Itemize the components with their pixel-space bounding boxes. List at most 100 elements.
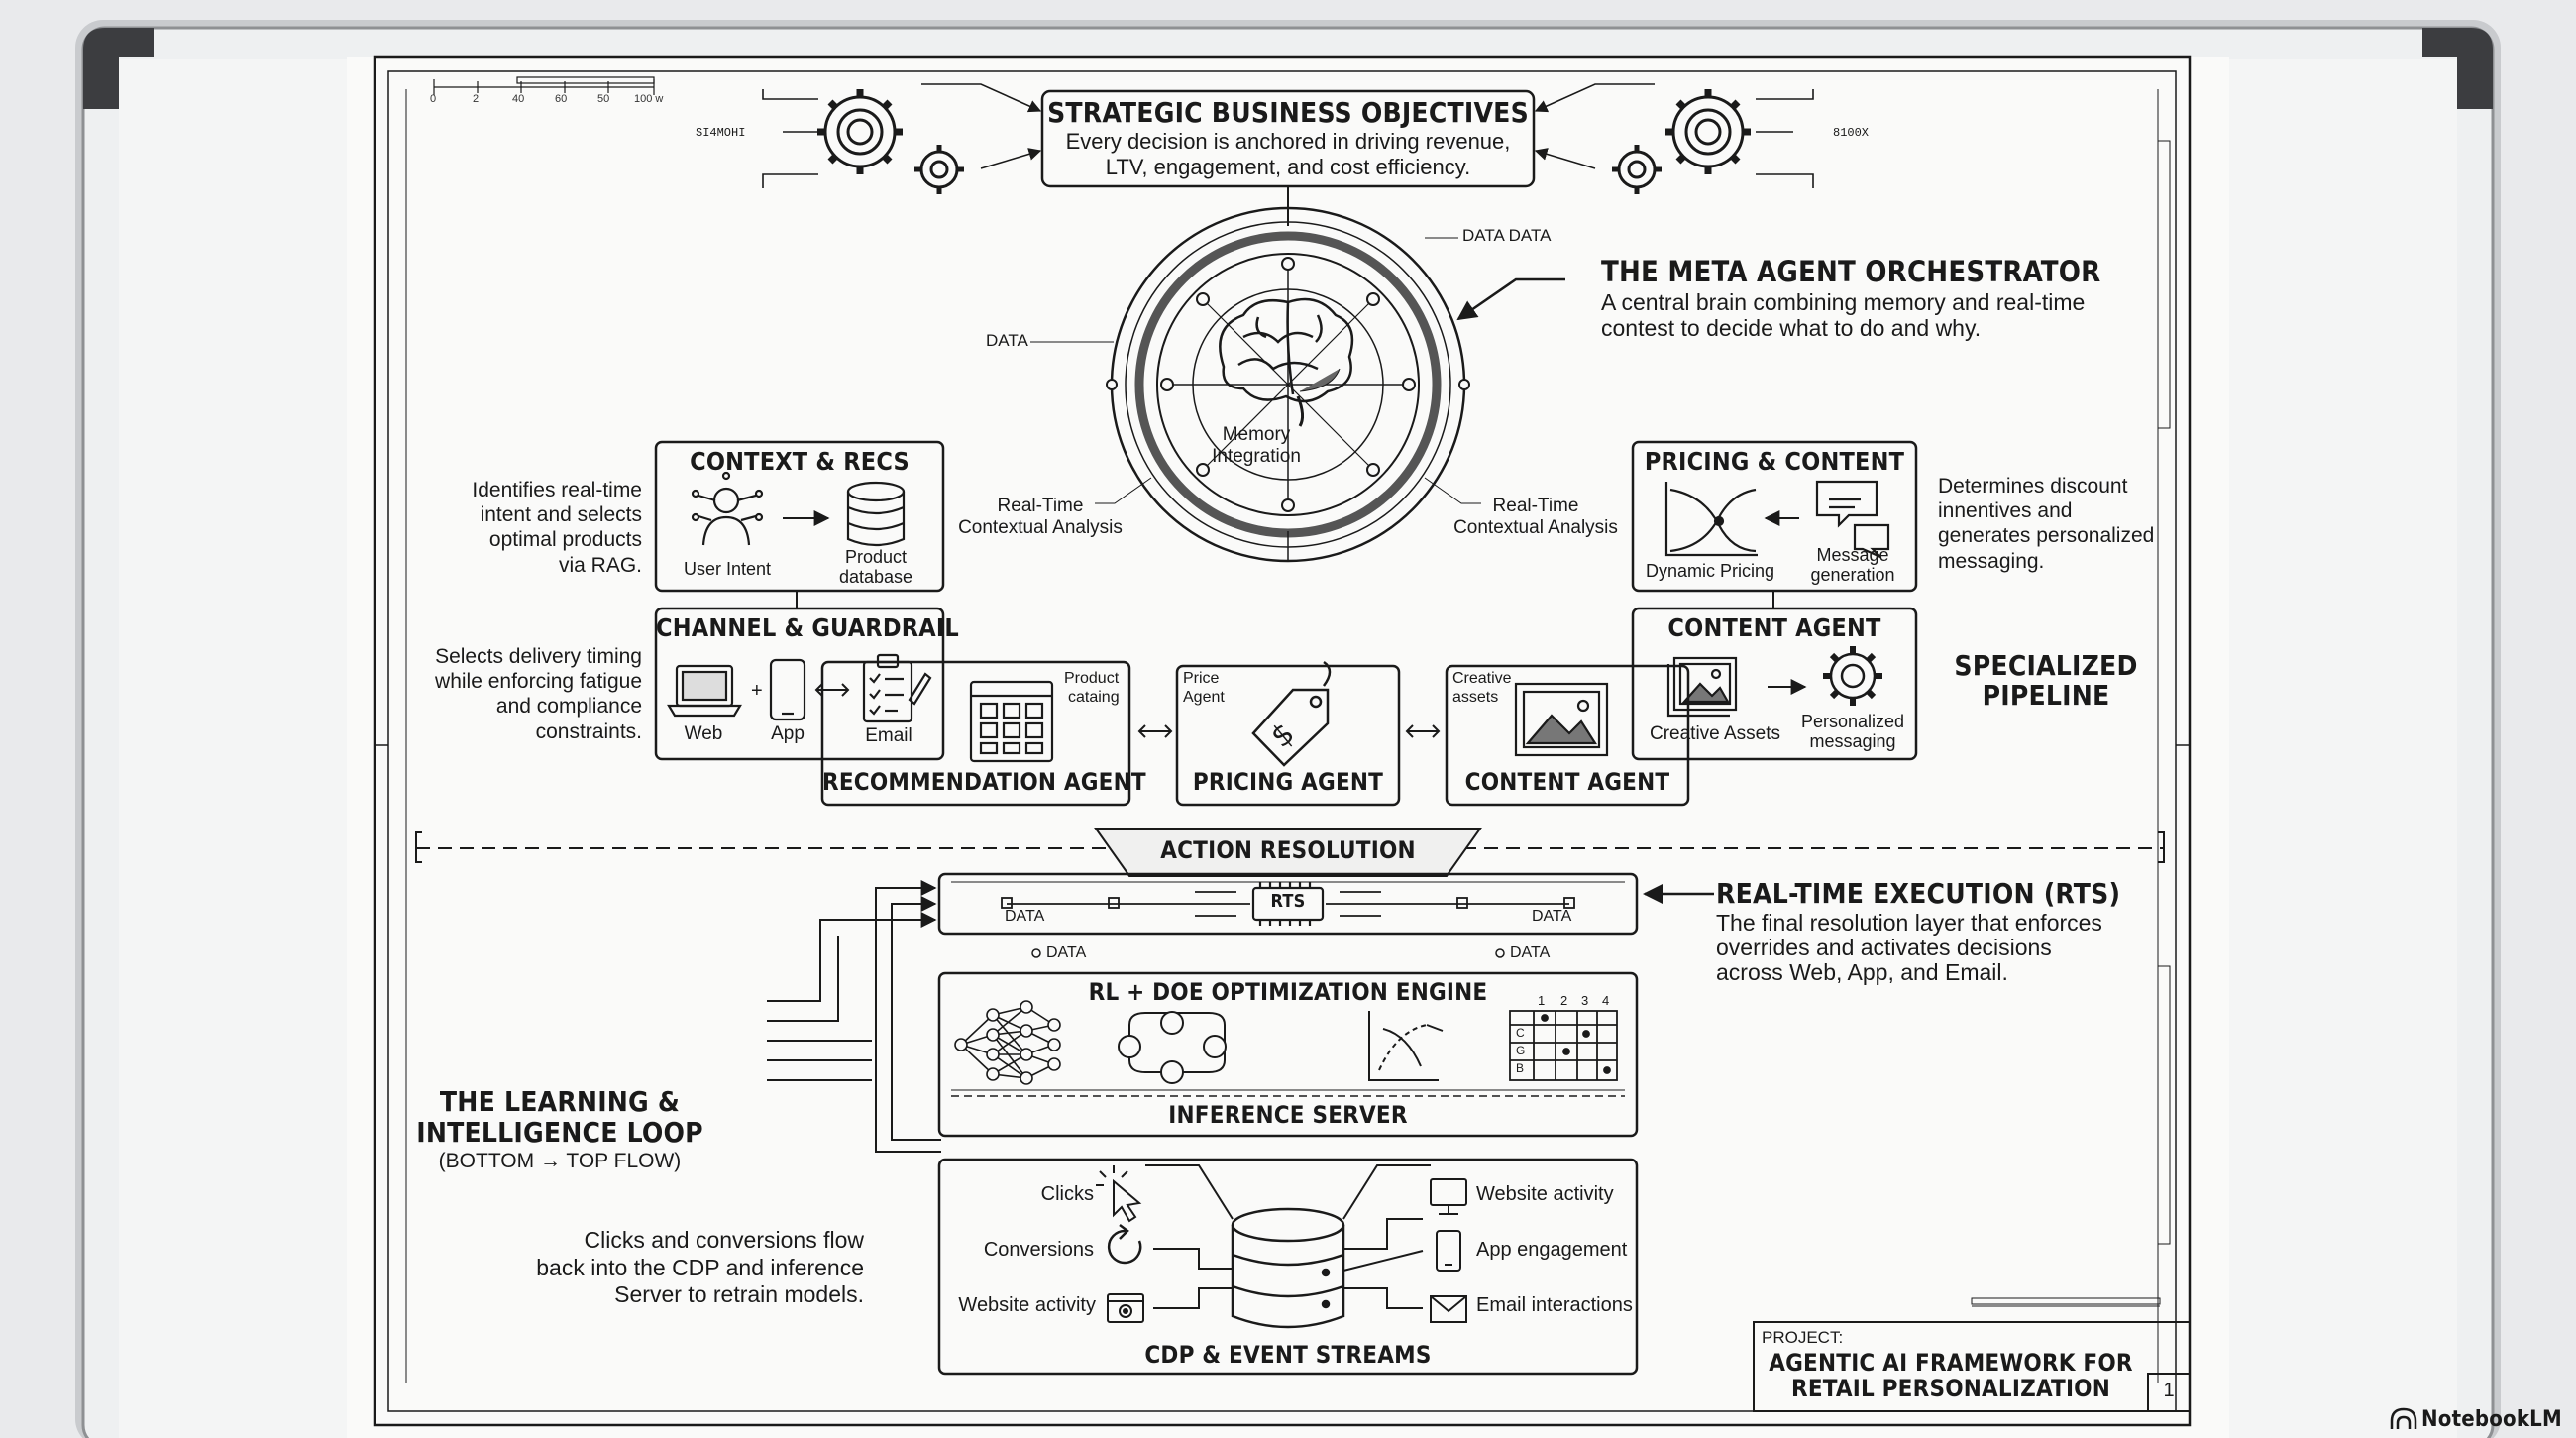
web-label: Web bbox=[684, 723, 723, 744]
cdp-connectors bbox=[1145, 1164, 1431, 1309]
channel-guardrail-description: Selects delivery timing while enforcing … bbox=[396, 644, 642, 744]
orchestrator-pointer bbox=[1456, 277, 1565, 321]
pricing-agent-box bbox=[1175, 664, 1401, 807]
message-generation-label-2: generation bbox=[1810, 565, 1895, 585]
personalized-gear-icon bbox=[1823, 646, 1882, 706]
phone-icon bbox=[1436, 1230, 1461, 1272]
frame-corner-right bbox=[2422, 28, 2493, 109]
data-label: DATA bbox=[986, 331, 1028, 350]
product-catalog-label-1: Product bbox=[1064, 670, 1120, 687]
desc-line: innentives and bbox=[1938, 499, 2073, 523]
grid-row-label: B bbox=[1516, 1061, 1525, 1075]
desc-line: via RAG. bbox=[558, 553, 642, 577]
brain-icon bbox=[1219, 297, 1354, 427]
app-icon bbox=[769, 658, 806, 721]
orchestrator-side-lines bbox=[1030, 237, 1481, 504]
creative-assets-small-label-2: assets bbox=[1452, 689, 1499, 706]
project-label: PROJECT: bbox=[1762, 1328, 1844, 1347]
data-label: DATA bbox=[1046, 944, 1087, 961]
desc-line: messaging. bbox=[1938, 549, 2045, 573]
orchestrator-ring bbox=[1106, 206, 1470, 563]
memory-integration-line-1: Memory bbox=[1222, 424, 1291, 445]
creative-assets-small-label-1: Creative bbox=[1452, 670, 1512, 687]
creative-assets-label: Creative Assets bbox=[1650, 723, 1780, 744]
dynamic-pricing-label: Dynamic Pricing bbox=[1645, 561, 1775, 581]
recommendation-agent-label: RECOMMENDATION AGENT bbox=[822, 768, 1146, 796]
content-agent-box bbox=[1445, 664, 1690, 807]
sheet-number: 1 bbox=[2163, 1380, 2175, 1401]
notebooklm-logo-icon bbox=[2390, 1407, 2417, 1429]
dynamic-pricing-icon bbox=[1664, 482, 1758, 557]
context-recs-title: CONTEXT & RECS bbox=[690, 447, 910, 476]
meta-agent-title: THE META AGENT ORCHESTRATOR bbox=[1601, 255, 2101, 288]
objectives-line-1: Every decision is anchored in driving re… bbox=[1065, 129, 1511, 154]
grid-header: 2 bbox=[1560, 993, 1568, 1008]
rts-line-2: overrides and activates decisions bbox=[1716, 935, 2052, 960]
creative-assets-small-icon bbox=[1514, 682, 1609, 757]
grid-row-label: G bbox=[1516, 1044, 1526, 1057]
gear-connectors bbox=[762, 83, 1814, 188]
channel-guardrail-box bbox=[654, 607, 945, 761]
pricing-content-description: Determines discount innentives and gener… bbox=[1938, 474, 2176, 574]
conversions-refresh-icon bbox=[1107, 1224, 1142, 1265]
rts-bus bbox=[1001, 891, 1575, 917]
rts-chip-icon bbox=[1251, 882, 1325, 926]
content-agent-title: CONTENT AGENT bbox=[1667, 613, 1881, 642]
action-resolution-funnel bbox=[1094, 828, 1482, 877]
grid-row-label: C bbox=[1516, 1026, 1525, 1040]
experiment-chart-icon bbox=[1368, 1011, 1444, 1081]
objectives-title: STRATEGIC BUSINESS OBJECTIVES bbox=[1047, 96, 1529, 129]
desc-line: constraints. bbox=[535, 719, 642, 743]
doe-grid-icon bbox=[1509, 1010, 1618, 1081]
scale-tick: 50 bbox=[597, 93, 610, 105]
notebooklm-watermark: NotebookLM bbox=[2421, 1407, 2562, 1432]
product-db-label-2: database bbox=[838, 567, 913, 587]
scale-tick: 60 bbox=[555, 93, 568, 105]
scale-tick: 0 bbox=[430, 93, 437, 105]
price-agent-label-1: Price bbox=[1183, 670, 1220, 687]
creative-assets-icon bbox=[1666, 656, 1738, 718]
action-resolution-title: ACTION RESOLUTION bbox=[1160, 836, 1416, 864]
meta-agent-line-2: contest to decide what to do and why. bbox=[1601, 315, 1982, 341]
recommendation-agent-box bbox=[820, 660, 1131, 807]
clicks-label: Clicks bbox=[1040, 1183, 1094, 1205]
objectives-line-2: LTV, engagement, and cost efficiency. bbox=[1105, 155, 1471, 179]
conversions-label: Conversions bbox=[983, 1239, 1094, 1261]
rt-analysis-left-line-1: Real-Time bbox=[997, 496, 1084, 516]
rt-analysis-left-line-2: Contextual Analysis bbox=[958, 517, 1123, 538]
desc-line: and compliance bbox=[495, 695, 642, 719]
website-activity-icon bbox=[1107, 1293, 1144, 1323]
data-label: DATA bbox=[1005, 908, 1045, 925]
desc-line: Determines discount bbox=[1938, 475, 2128, 498]
grid-header: 4 bbox=[1602, 993, 1610, 1008]
desc-line: while enforcing fatigue bbox=[435, 670, 642, 694]
message-generation-icon bbox=[1815, 480, 1890, 559]
monitor-icon bbox=[1430, 1178, 1467, 1215]
clicks-cursor-icon bbox=[1096, 1165, 1142, 1223]
product-catalog-label-2: cataing bbox=[1068, 689, 1120, 706]
svg-text:+: + bbox=[751, 680, 763, 702]
optimization-engine-box bbox=[937, 971, 1639, 1138]
desc-line: back into the CDP and inference bbox=[536, 1254, 864, 1280]
desc-line: Clicks and conversions flow bbox=[584, 1227, 864, 1253]
scale-tick: 100 w bbox=[634, 93, 664, 105]
specialized-pipeline-line-2: PIPELINE bbox=[1982, 679, 2110, 712]
content-agent-label: CONTENT AGENT bbox=[1464, 768, 1670, 796]
user-intent-label: User Intent bbox=[683, 559, 772, 579]
product-catalog-icon bbox=[969, 680, 1054, 763]
email-interactions-label: Email interactions bbox=[1476, 1294, 1633, 1316]
desc-line: optimal products bbox=[488, 528, 642, 552]
content-agent-top-box bbox=[1631, 607, 1918, 761]
engine-title: RL + DOE OPTIMIZATION ENGINE bbox=[1088, 978, 1488, 1006]
gear-label-left: SI4MOHI bbox=[696, 126, 746, 140]
context-recs-box bbox=[654, 440, 945, 593]
price-agent-label-2: Agent bbox=[1183, 689, 1225, 706]
context-recs-description: Identifies real-time intent and selects … bbox=[396, 478, 642, 578]
desc-line: Identifies real-time bbox=[472, 479, 642, 501]
data-label: DATA bbox=[1532, 908, 1572, 925]
website-activity-left-label: Website activity bbox=[958, 1294, 1096, 1316]
neural-network-icon bbox=[954, 1000, 1061, 1085]
app-engagement-label: App engagement bbox=[1476, 1239, 1628, 1261]
rts-line-3: across Web, App, and Email. bbox=[1716, 959, 2008, 985]
